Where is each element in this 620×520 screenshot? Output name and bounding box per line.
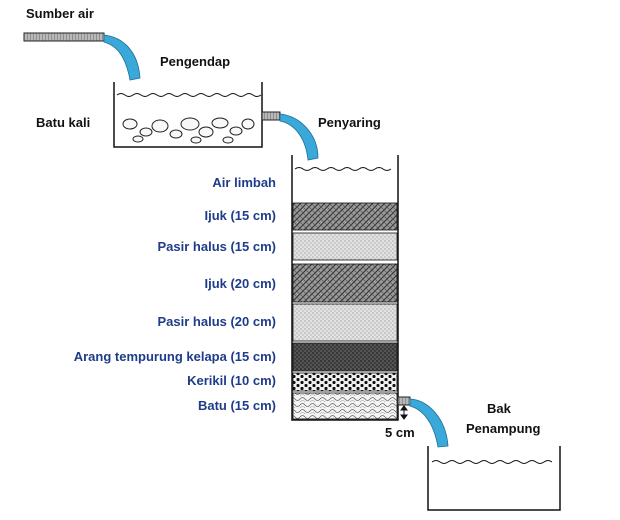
filter-layer-label: Kerikil (10 cm) <box>187 373 276 388</box>
filter-column <box>291 155 399 421</box>
reservoir-water-surface <box>431 460 553 464</box>
filter-layer-label: Air limbah <box>212 175 276 190</box>
layer-ijuk-20 <box>292 263 398 303</box>
filter-water-surface <box>294 167 392 171</box>
water-stream-2 <box>279 113 319 161</box>
settling-content-label: Batu kali <box>36 115 90 130</box>
filter-layer-label: Ijuk (20 cm) <box>204 276 276 291</box>
settling-title: Pengendap <box>160 54 230 69</box>
filter-layer-label: Ijuk (15 cm) <box>204 208 276 223</box>
reservoir-title-line1: Bak <box>487 401 512 416</box>
settling-water-surface <box>116 93 262 97</box>
reservoir-tank <box>427 446 561 511</box>
filter-layers <box>292 202 398 420</box>
layer-ijuk-15 <box>292 202 398 231</box>
water-stream-1 <box>103 34 141 81</box>
layer-stone-15 <box>292 392 398 420</box>
settling-outlet-pipe <box>261 111 281 121</box>
filter-outlet-pipe <box>397 396 411 406</box>
filter-layer-label: Batu (15 cm) <box>198 398 276 413</box>
layer-sand-20 <box>292 303 398 342</box>
settling-river-stones <box>122 117 255 144</box>
layer-charcoal-15 <box>292 342 398 372</box>
filter-layer-label: Arang tempurung kelapa (15 cm) <box>74 349 276 364</box>
water-stream-3 <box>409 398 449 448</box>
outlet-height-marker <box>400 405 408 420</box>
filter-layer-label: Pasir halus (15 cm) <box>158 239 277 254</box>
filter-layer-label: Pasir halus (20 cm) <box>158 314 277 329</box>
layer-sand-15 <box>292 232 398 261</box>
source-label: Sumber air <box>26 6 94 21</box>
reservoir-title-line2: Penampung <box>466 421 540 436</box>
outlet-height-label: 5 cm <box>385 425 415 440</box>
filter-title: Penyaring <box>318 115 381 130</box>
source-pipe <box>23 32 105 42</box>
layer-gravel-10 <box>292 372 398 392</box>
